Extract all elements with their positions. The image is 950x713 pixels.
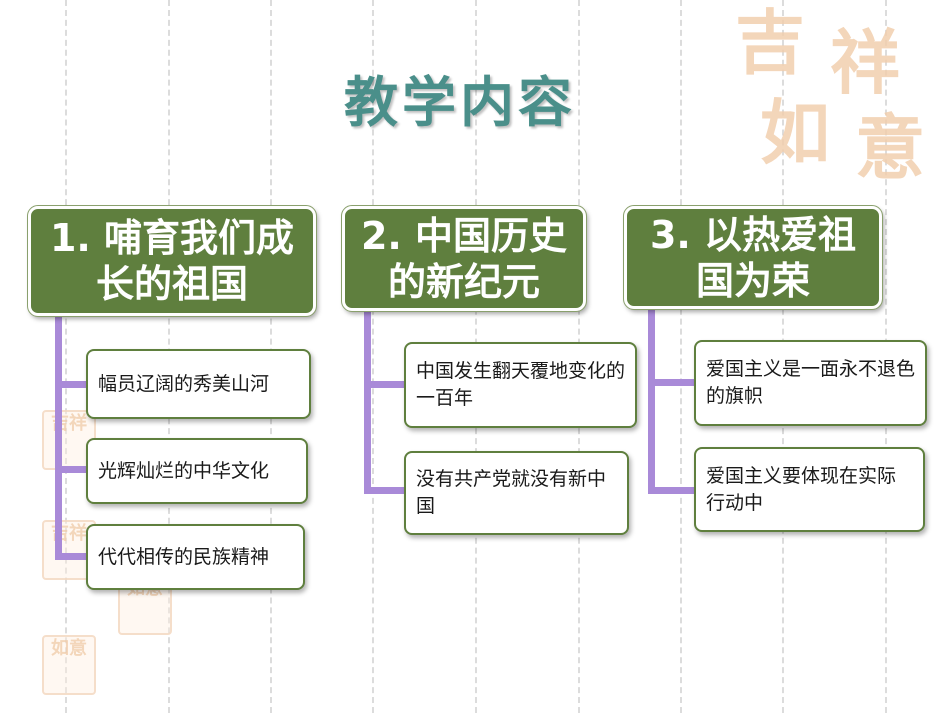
subtopic-box: 幅员辽阔的秀美山河 <box>86 349 311 419</box>
tree-connector <box>55 466 87 473</box>
tree-connector <box>648 487 696 494</box>
subtopic-box: 中国发生翻天覆地变化的一百年 <box>404 342 637 428</box>
topic-heading-1-line1: 1. 哺育我们成 <box>49 216 295 260</box>
topic-heading-3-line2: 国为荣 <box>695 258 810 303</box>
topic-heading-2: 2. 中国历史 的新纪元 <box>341 205 587 312</box>
subtopic-box: 没有共产党就没有新中国 <box>404 451 629 535</box>
auspicious-seal-logo: 吉 祥 如 意 <box>735 1 925 189</box>
tree-connector <box>55 553 87 560</box>
tree-connector <box>364 311 371 494</box>
tree-connector <box>55 316 62 560</box>
topic-heading-3: 3. 以热爱祖 国为荣 <box>623 205 883 310</box>
tree-connector <box>364 381 406 388</box>
topic-heading-1-line2: 长的祖国 <box>95 262 248 306</box>
subtopic-box: 代代相传的民族精神 <box>86 524 305 590</box>
tree-connector <box>55 381 87 388</box>
subtopic-box: 光辉灿烂的中华文化 <box>86 438 308 504</box>
topic-heading-2-line1: 2. 中国历史 <box>360 213 568 258</box>
subtopic-box: 爱国主义是一面永不退色的旗帜 <box>694 340 927 426</box>
tree-connector <box>648 309 655 494</box>
topic-heading-1: 1. 哺育我们成 长的祖国 <box>27 205 317 317</box>
seal-stamp-small: 如意 <box>42 635 96 695</box>
topic-heading-3-line1: 3. 以热爱祖 <box>649 212 857 257</box>
tree-connector <box>648 379 696 386</box>
page-title: 教学内容 <box>344 71 576 134</box>
topic-heading-2-line2: 的新纪元 <box>387 259 540 304</box>
tree-connector <box>364 487 406 494</box>
subtopic-box: 爱国主义要体现在实际行动中 <box>694 447 925 532</box>
